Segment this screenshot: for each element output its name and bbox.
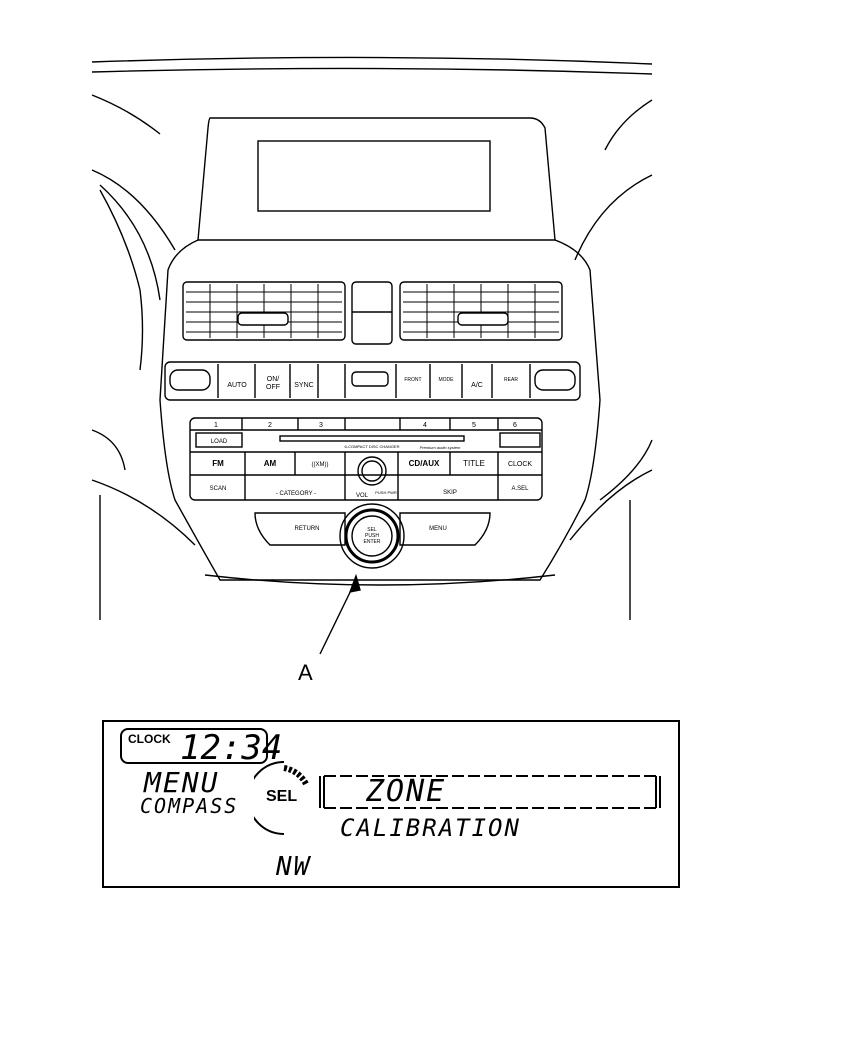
- premium-audio-label: Premium audio system: [420, 445, 461, 450]
- xm-label: ((XM)): [312, 462, 329, 468]
- preset-3: 3: [319, 422, 323, 429]
- push-pwr-label: PUSH PWR: [375, 490, 397, 495]
- callout-a: A: [298, 660, 313, 685]
- preset-6: 6: [513, 422, 517, 429]
- dashboard-illustration: AUTO ON/ OFF SYNC FRONT MODE A/C REAR 1 …: [91, 56, 653, 655]
- calibration-text: CALIBRATION: [340, 814, 521, 842]
- menu-text: MENU: [144, 766, 220, 799]
- knob-label-1: SEL: [367, 527, 377, 533]
- auto-label: AUTO: [227, 382, 247, 389]
- preset-2: 2: [268, 422, 272, 429]
- fm-label: FM: [212, 459, 224, 468]
- preset-4: 4: [423, 422, 427, 429]
- clock-time: 12:34: [180, 728, 283, 768]
- mode-label: MODE: [439, 377, 455, 383]
- onoff-label-1: ON/: [267, 376, 280, 383]
- clock-label: CLOCK: [508, 461, 532, 468]
- title-label: TITLE: [463, 459, 485, 468]
- scan-label: SCAN: [210, 486, 227, 492]
- knob-label-3: ENTER: [364, 539, 381, 545]
- direction-text: NW: [276, 852, 312, 882]
- category-label: - CATEGORY -: [276, 491, 316, 497]
- return-label: RETURN: [295, 526, 320, 532]
- lcd-display: CLOCK 12:34 MENU COMPASS SEL ZONE CALIBR…: [102, 720, 680, 888]
- skip-label: SKIP: [443, 490, 457, 496]
- clock-display-label: CLOCK: [128, 732, 171, 746]
- clock-box: CLOCK 12:34: [120, 728, 282, 768]
- preset-5: 5: [472, 422, 476, 429]
- zone-text: ZONE: [366, 774, 447, 809]
- load-label: LOAD: [211, 439, 228, 445]
- compass-text: COMPASS: [140, 794, 239, 818]
- a-sel-label: A.SEL: [511, 486, 529, 492]
- sync-label: SYNC: [294, 382, 313, 389]
- preset-1: 1: [214, 422, 218, 429]
- cd-aux-label: CD/AUX: [409, 459, 440, 468]
- vol-label: VOL: [356, 493, 369, 499]
- rear-label: REAR: [504, 377, 518, 383]
- ac-label: A/C: [471, 382, 483, 389]
- onoff-label-2: OFF: [266, 384, 280, 391]
- disc-changer-label: 6-COMPACT DISC CHANGER: [345, 444, 400, 449]
- menu-label: MENU: [429, 526, 447, 532]
- knob-label-2: PUSH: [365, 533, 379, 539]
- am-label: AM: [264, 459, 277, 468]
- sel-dial-icon: [254, 761, 309, 835]
- sel-text: SEL: [266, 788, 298, 805]
- zone-selection-box: [319, 775, 661, 809]
- front-label: FRONT: [404, 377, 421, 383]
